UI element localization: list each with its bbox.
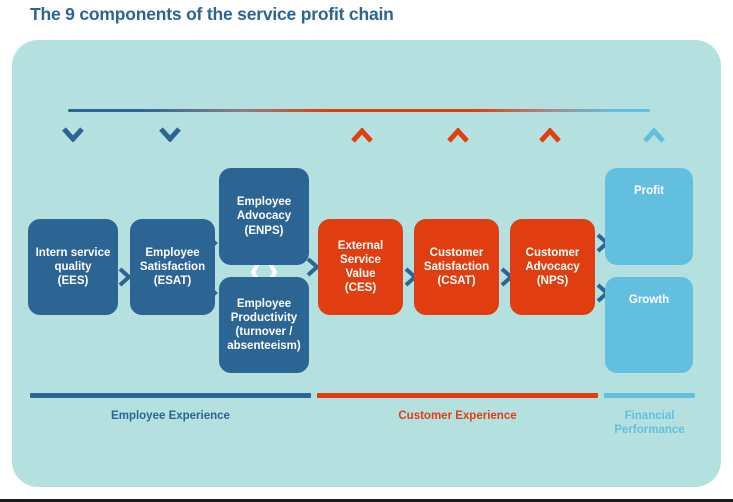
flow-box-profit[interactable]: Profit [605, 168, 693, 265]
flow-box-label: Profit [633, 185, 665, 197]
connector-ees-to-esat [118, 267, 132, 287]
flow-gradient-bar [68, 109, 650, 112]
legend-label-financial: Financial Performance [614, 410, 685, 437]
flow-box-growth[interactable]: Growth [605, 277, 693, 373]
legend-rule-customer [317, 393, 598, 398]
legend-rule-financial [604, 393, 695, 398]
page-title: The 9 components of the service profit c… [30, 4, 394, 24]
legend-label-customer: Customer Experience [398, 410, 517, 422]
legend-label-employee: Employee Experience [111, 410, 230, 422]
legend-rule-employee [30, 393, 311, 398]
connector-enps-to-ces [306, 257, 320, 277]
flow-box-label: Growth [628, 294, 670, 306]
